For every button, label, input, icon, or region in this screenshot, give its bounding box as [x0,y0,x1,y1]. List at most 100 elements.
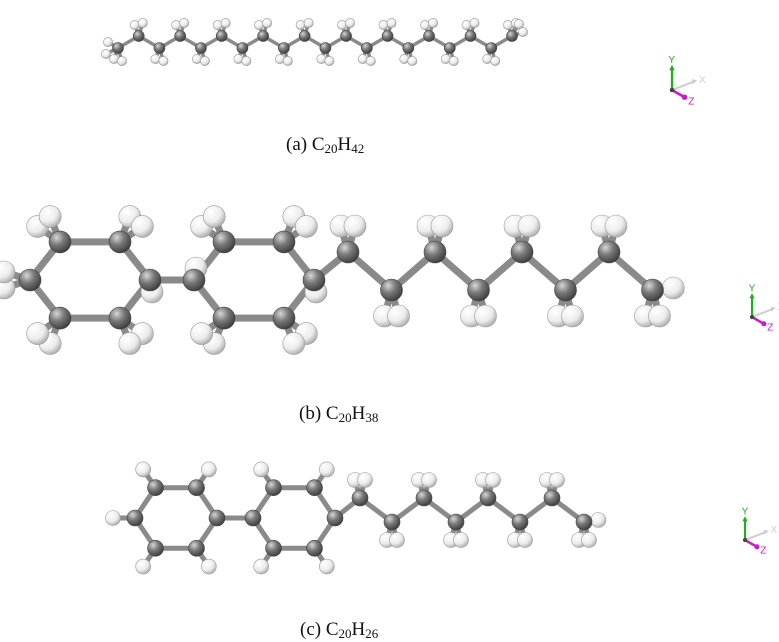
carbon-atom [576,514,592,530]
caption-c: (c) C20H26 [300,619,378,642]
carbon-atom [299,31,310,42]
hydrogen-atom [379,20,388,29]
hydrogen-atom [325,56,334,65]
hydrogen-atom [344,215,366,237]
carbon-atom [266,540,282,556]
hydrogen-atom [201,559,216,574]
carbon-atom [213,307,235,329]
carbon-atom [195,43,206,54]
z-arrowhead [682,95,687,100]
carbon-atom [189,540,205,556]
carbon-atom [148,540,164,556]
hydrogen-atom [454,533,469,548]
carbon-atom [109,307,131,329]
hydrogen-atom [296,20,305,29]
carbon-atom [424,241,446,263]
carbon-atom [327,510,343,526]
x-axis-arrow [752,309,774,318]
carbon-atom [480,490,496,506]
axis-origin [750,315,754,319]
z-axis-label: Z [767,323,773,334]
hydrogen-atom [358,54,367,63]
hydrogen-atom [180,18,189,27]
hydrogen-atom [518,533,533,548]
caption-a: (a) C20H42 [286,134,364,157]
carbon-atom [49,307,71,329]
z-axis-label: Z [760,546,766,557]
carbon-atom [127,510,143,526]
hydrogen-atom [255,20,264,29]
y-axis-label: Y [742,507,749,518]
hydrogen-atom [605,215,627,237]
hydrogen-atom [27,323,49,345]
carbon-atom [598,241,620,263]
carbon-atom [113,43,124,54]
hydrogen-atom [408,56,417,65]
bond-layer [106,23,523,61]
hydrogen-atom [131,215,153,237]
hydrogen-atom [119,332,141,354]
hydrogen-atom [0,261,15,283]
axis-triad-a: YXZ [668,55,706,107]
carbon-atom [213,231,235,253]
hydrogen-atom [319,559,334,574]
carbon-atom [278,43,289,54]
hydrogen-atom [191,323,213,345]
hydrogen-atom [136,559,151,574]
carbon-atom [448,514,464,530]
hydrogen-atom [400,54,409,63]
hydrogen-atom [562,305,584,327]
carbon-atom [511,241,533,263]
hydrogen-atom [422,473,437,488]
hydrogen-atom [213,20,222,29]
x-axis-arrow [672,81,695,90]
carbon-atom [307,480,323,496]
hydrogen-atom [431,215,453,237]
hydrogen-atom [172,20,181,29]
hydrogen-atom [159,56,168,65]
carbon-atom [139,269,161,291]
carbon-atom [465,31,476,42]
hydrogen-atom [486,473,501,488]
carbon-atom [468,279,490,301]
hydrogen-atom [203,206,225,228]
hydrogen-atom [662,277,684,299]
carbon-atom [403,43,414,54]
carbon-atom [175,31,186,42]
hydrogen-atom [346,18,355,27]
carbon-atom [237,43,248,54]
x-arrowhead [771,307,776,312]
carbon-atom [544,490,560,506]
hydrogen-atom [109,54,118,63]
carbon-atom [266,480,282,496]
hydrogen-atom [591,513,606,528]
carbon-atom [555,279,577,301]
hydrogen-atom [649,305,671,327]
hydrogen-atom [117,56,126,65]
x-axis-label: X [699,75,706,86]
hydrogen-atom [201,462,216,477]
hydrogen-atom [254,462,269,477]
hydrogen-atom [283,56,292,65]
carbon-atom [382,31,393,42]
carbon-atom [19,269,41,291]
hydrogen-atom [428,18,437,27]
hydrogen-atom [39,206,61,228]
hydrogen-atom [582,533,597,548]
hydrogen-atom [283,332,305,354]
hydrogen-atom [387,18,396,27]
carbon-atom [341,31,352,42]
hydrogen-atom [470,18,479,27]
caption-b: (b) C20H38 [299,403,378,426]
carbon-atom [507,31,518,42]
y-axis-label: Y [749,284,756,295]
carbon-atom [320,43,331,54]
hydrogen-atom [242,56,251,65]
x-arrowhead [692,79,697,84]
hydrogen-atom [295,215,317,237]
hydrogen-atom [151,54,160,63]
x-arrowhead [764,530,769,535]
z-arrowhead [761,321,766,326]
hydrogen-atom [192,54,201,63]
